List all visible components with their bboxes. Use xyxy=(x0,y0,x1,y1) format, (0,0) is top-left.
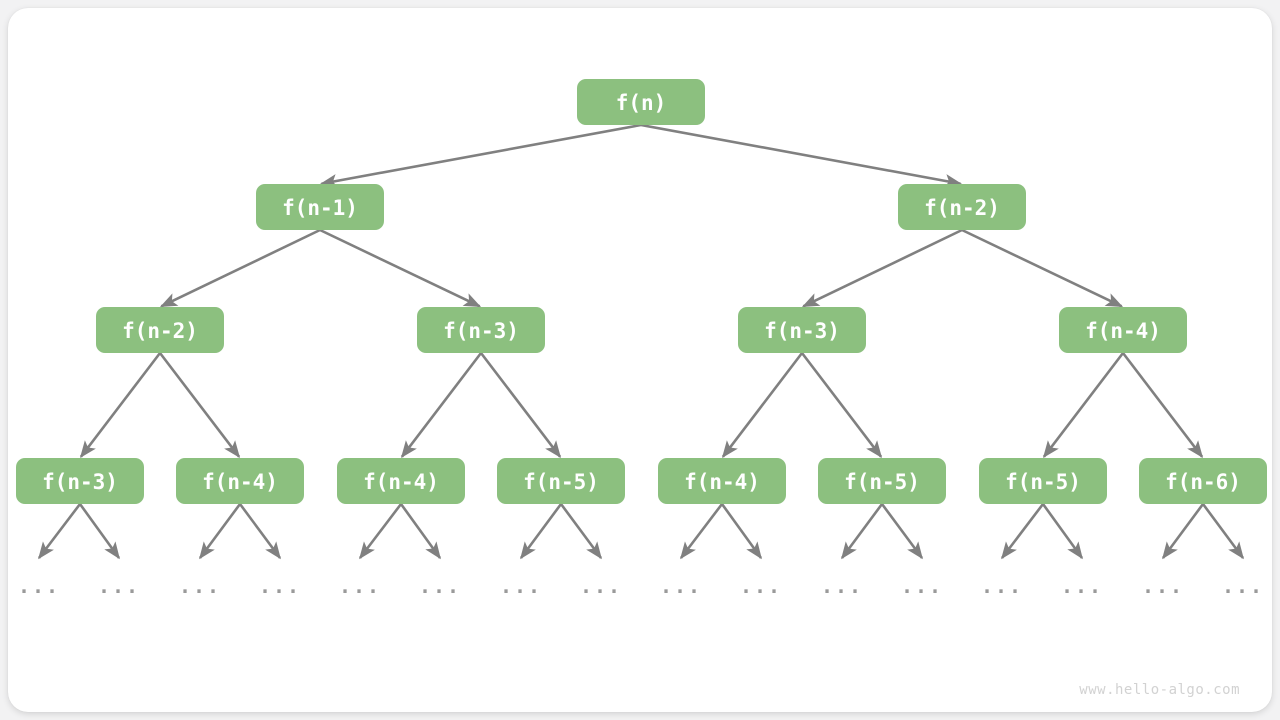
tree-edge-to-ellipsis xyxy=(880,503,924,560)
tree-node[interactable]: f(n-3) xyxy=(738,307,866,353)
tree-node[interactable]: f(n-5) xyxy=(979,458,1107,504)
leaf-ellipsis: ... xyxy=(1222,574,1264,598)
tree-node-label: f(n-2) xyxy=(122,319,198,343)
tree-node-label: f(n-4) xyxy=(363,470,439,494)
leaf-ellipsis: ... xyxy=(580,574,622,598)
tree-node-label: f(n-3) xyxy=(42,470,118,494)
tree-edge-to-ellipsis xyxy=(37,503,82,560)
tree-node-box xyxy=(898,184,1026,230)
tree-edge xyxy=(159,228,321,308)
tree-node-label: f(n-4) xyxy=(684,470,760,494)
tree-edge xyxy=(640,123,963,188)
tree-edge-to-ellipsis xyxy=(358,503,403,560)
tree-node-box xyxy=(16,458,144,504)
tree-node-label: f(n-5) xyxy=(523,470,599,494)
tree-node-box xyxy=(1139,458,1267,504)
tree-edge-to-ellipsis xyxy=(1201,503,1245,560)
tree-node-box xyxy=(497,458,625,504)
leaf-ellipsis: ... xyxy=(419,574,461,598)
tree-node[interactable]: f(n-5) xyxy=(818,458,946,504)
tree-node[interactable]: f(n-5) xyxy=(497,458,625,504)
tree-edge xyxy=(961,228,1124,308)
leaf-ellipsis: ... xyxy=(18,574,60,598)
tree-node[interactable]: f(n-4) xyxy=(176,458,304,504)
tree-edge xyxy=(400,352,483,459)
tree-node[interactable]: f(n-6) xyxy=(1139,458,1267,504)
tree-node[interactable]: f(n-4) xyxy=(658,458,786,504)
leaf-ellipsis-layer: ........................................… xyxy=(18,574,1264,598)
leaf-ellipsis: ... xyxy=(660,574,702,598)
tree-node-box xyxy=(256,184,384,230)
tree-node[interactable]: f(n) xyxy=(577,79,705,125)
tree-edge-to-ellipsis xyxy=(1041,503,1084,560)
tree-edge xyxy=(158,352,241,459)
tree-edge xyxy=(1042,352,1125,459)
leaf-ellipsis: ... xyxy=(339,574,381,598)
tree-edge xyxy=(319,228,482,308)
edges-layer xyxy=(37,123,1245,560)
tree-edge-to-ellipsis xyxy=(559,503,603,560)
tree-node-box xyxy=(658,458,786,504)
tree-node[interactable]: f(n-3) xyxy=(417,307,545,353)
tree-node-label: f(n-5) xyxy=(1005,470,1081,494)
tree-node-label: f(n-3) xyxy=(443,319,519,343)
tree-edge-to-ellipsis xyxy=(519,503,563,560)
tree-edge-to-ellipsis xyxy=(238,503,282,560)
tree-node-label: f(n) xyxy=(616,91,667,115)
tree-node-box xyxy=(577,79,705,125)
leaf-ellipsis: ... xyxy=(259,574,301,598)
leaf-ellipsis: ... xyxy=(1061,574,1103,598)
nodes-layer: f(n) f(n-1) f(n-2) f(n-2) f(n-3) f(n-3) f(n-4)… xyxy=(16,79,1267,504)
tree-node-label: f(n-3) xyxy=(764,319,840,343)
tree-node-box xyxy=(738,307,866,353)
tree-edge-to-ellipsis xyxy=(1161,503,1205,560)
tree-node-label: f(n-4) xyxy=(202,470,278,494)
tree-node-box xyxy=(176,458,304,504)
tree-edge xyxy=(721,352,804,459)
tree-node-box xyxy=(96,307,224,353)
leaf-ellipsis: ... xyxy=(179,574,221,598)
tree-node[interactable]: f(n-2) xyxy=(96,307,224,353)
leaf-ellipsis: ... xyxy=(981,574,1023,598)
tree-edge xyxy=(800,352,883,459)
tree-node[interactable]: f(n-2) xyxy=(898,184,1026,230)
tree-edge xyxy=(1121,352,1204,459)
watermark: www.hello-algo.com xyxy=(1079,682,1240,698)
tree-edge-to-ellipsis xyxy=(78,503,121,560)
tree-node-box xyxy=(337,458,465,504)
tree-node-label: f(n-4) xyxy=(1085,319,1161,343)
leaf-ellipsis: ... xyxy=(901,574,943,598)
tree-node-label: f(n-2) xyxy=(924,196,1000,220)
leaf-ellipsis: ... xyxy=(500,574,542,598)
tree-edge xyxy=(801,228,963,308)
leaf-ellipsis: ... xyxy=(98,574,140,598)
tree-edge-to-ellipsis xyxy=(399,503,442,560)
tree-node-label: f(n-1) xyxy=(282,196,358,220)
tree-node-box xyxy=(979,458,1107,504)
tree-edge xyxy=(79,352,162,459)
tree-node-box xyxy=(818,458,946,504)
tree-edge-to-ellipsis xyxy=(840,503,884,560)
tree-node[interactable]: f(n-1) xyxy=(256,184,384,230)
tree-edge-to-ellipsis xyxy=(720,503,763,560)
tree-node-label: f(n-6) xyxy=(1165,470,1241,494)
tree-edge-to-ellipsis xyxy=(679,503,724,560)
tree-node[interactable]: f(n-3) xyxy=(16,458,144,504)
tree-edge-to-ellipsis xyxy=(198,503,242,560)
leaf-ellipsis: ... xyxy=(821,574,863,598)
tree-edge xyxy=(479,352,562,459)
tree-node-box xyxy=(417,307,545,353)
tree-node-box xyxy=(1059,307,1187,353)
tree-node[interactable]: f(n-4) xyxy=(1059,307,1187,353)
tree-node[interactable]: f(n-4) xyxy=(337,458,465,504)
leaf-ellipsis: ... xyxy=(1142,574,1184,598)
tree-edge xyxy=(319,123,642,188)
tree-node-label: f(n-5) xyxy=(844,470,920,494)
leaf-ellipsis: ... xyxy=(740,574,782,598)
tree-edge-to-ellipsis xyxy=(1000,503,1045,560)
